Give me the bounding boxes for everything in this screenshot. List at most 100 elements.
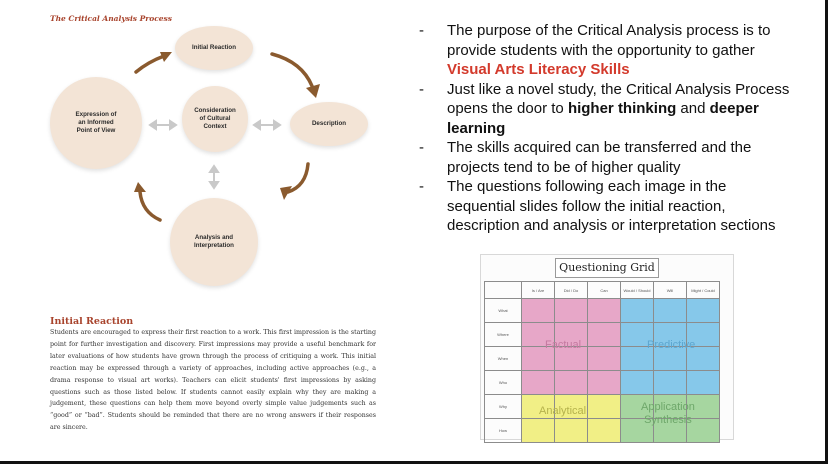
bullet-emphasis: Visual Arts Literacy Skills: [447, 61, 630, 78]
node-consideration: Consideration of Cultural Context: [182, 86, 248, 152]
bullet-item: - The skills acquired can be transferred…: [418, 138, 790, 177]
bullet-item: - The purpose of the Critical Analysis p…: [418, 21, 790, 80]
zone-label-analytical: Analytical: [539, 405, 587, 417]
zone-label-application-line-1: Application: [641, 401, 695, 413]
bullet-item: - The questions following each image in …: [418, 177, 790, 236]
grid-cell-factual: [587, 322, 621, 347]
grid-column-header: Can: [587, 281, 621, 299]
grid-cell-predictive: [653, 346, 687, 371]
curved-arrow-icon: [286, 162, 310, 194]
node-description: Description: [290, 102, 368, 146]
node-analysis-line-1: Analysis and: [194, 233, 234, 241]
grid-cell-analytical: [587, 418, 621, 443]
node-consideration-line-3: Context: [203, 123, 227, 131]
node-analysis: Analysis and Interpretation: [170, 198, 258, 286]
grid-cell-application: [686, 418, 720, 443]
grid-cell-predictive: [686, 370, 720, 395]
grid-cell-application: [653, 394, 687, 419]
grid-cell-factual: [554, 370, 588, 395]
grid-cell-factual: [554, 322, 588, 347]
zone-label-application-line-2: Synthesis: [644, 414, 692, 426]
grid-corner-cell: [484, 281, 522, 299]
grid-cell-factual: [587, 298, 621, 323]
diagram-arrows: [134, 52, 320, 222]
grid-cell-analytical: [554, 394, 588, 419]
grid-column-header: Might / Could: [686, 281, 720, 299]
bullet-text: The skills acquired can be transferred a…: [447, 139, 752, 176]
grid-row-header: Who: [484, 370, 522, 395]
vertical-double-arrow-icon: [208, 164, 220, 190]
arrowhead-icon: [306, 84, 320, 98]
initial-reaction-heading: Initial Reaction: [50, 316, 134, 327]
grid-cell-application: [686, 394, 720, 419]
grid-cell-predictive: [620, 346, 654, 371]
grid-cell-predictive: [653, 298, 687, 323]
process-title: The Critical Analysis Process: [50, 14, 173, 23]
node-expression-line-3: Point of View: [76, 127, 116, 135]
double-arrow-icon: [148, 119, 178, 131]
bullet-bold: higher thinking: [567, 100, 677, 117]
double-arrow-icon: [252, 119, 282, 131]
arrowhead-icon: [160, 52, 172, 62]
node-expression: Expression of an Informed Point of View: [50, 77, 142, 169]
bullet-list: - The purpose of the Critical Analysis p…: [418, 21, 790, 236]
node-initial-reaction-label: Initial Reaction: [191, 43, 236, 51]
grid-cell-factual: [554, 298, 588, 323]
grid-column-header: Will: [653, 281, 687, 299]
grid-cell-factual: [521, 370, 555, 395]
curved-arrow-icon: [138, 190, 162, 222]
zone-label-predictive: Predictive: [647, 339, 696, 351]
grid-row-header: When: [484, 346, 522, 371]
questioning-grid-table: Is / Are Did / Do Can Would / Should Wil…: [484, 281, 720, 443]
grid-column-header: Is / Are: [521, 281, 555, 299]
grid-cell-analytical: [521, 394, 555, 419]
grid-cell-analytical: [554, 418, 588, 443]
process-diagram: Initial Reaction Expression of an Inform…: [40, 24, 380, 294]
slide-border-bottom: [0, 461, 828, 464]
grid-cell-factual: [521, 298, 555, 323]
bullet-dash: -: [419, 178, 424, 195]
grid-cell-analytical: [521, 418, 555, 443]
node-description-label: Description: [311, 119, 347, 127]
grid-cell-predictive: [686, 298, 720, 323]
node-analysis-line-2: Interpretation: [194, 242, 234, 249]
zone-label-factual: Factual: [545, 339, 582, 351]
grid-cell-predictive: [653, 322, 687, 347]
arrowhead-icon: [134, 182, 146, 192]
bullet-dash: -: [419, 80, 424, 98]
bullet-text: Just like a novel study, the Critical An…: [447, 80, 790, 118]
arrowhead-icon: [280, 186, 292, 200]
grid-cell-factual: [521, 322, 555, 347]
grid-cell-application: [653, 418, 687, 443]
bullet-text: and: [676, 100, 710, 117]
grid-column-header: Did / Do: [554, 281, 588, 299]
grid-cell-predictive: [620, 370, 654, 395]
grid-row-header: How: [484, 418, 522, 443]
bullet-text: The questions following each image in th…: [447, 178, 776, 234]
bullet-bold: deeper learning: [447, 100, 759, 137]
grid-cell-factual: [554, 346, 588, 371]
grid-row-header: Why: [484, 394, 522, 419]
grid-cell-application: [620, 394, 654, 419]
grid-row-header: What: [484, 298, 522, 323]
grid-cell-predictive: [653, 370, 687, 395]
grid-cell-predictive: [686, 346, 720, 371]
slide-border-right: [825, 0, 828, 464]
zone-label-application: Application Synthesis: [641, 401, 695, 427]
grid-cell-analytical: [587, 394, 621, 419]
grid-cell-factual: [587, 370, 621, 395]
initial-reaction-text: Students are encouraged to express their…: [50, 329, 376, 432]
grid-cell-factual: [521, 346, 555, 371]
grid-cell-predictive: [686, 322, 720, 347]
grid-cell-predictive: [620, 298, 654, 323]
node-expression-line-2: an Informed: [78, 118, 114, 126]
grid-cell-factual: [587, 346, 621, 371]
bullet-dash: -: [419, 139, 424, 156]
questioning-grid-title: Questioning Grid: [555, 258, 659, 278]
node-consideration-line-1: Consideration: [194, 106, 236, 114]
questioning-grid: Questioning Grid Is / Are Did / Do Can W…: [480, 254, 734, 443]
curved-arrow-icon: [134, 54, 166, 74]
node-initial-reaction: Initial Reaction: [175, 26, 253, 70]
grid-column-header: Would / Should: [620, 281, 654, 299]
